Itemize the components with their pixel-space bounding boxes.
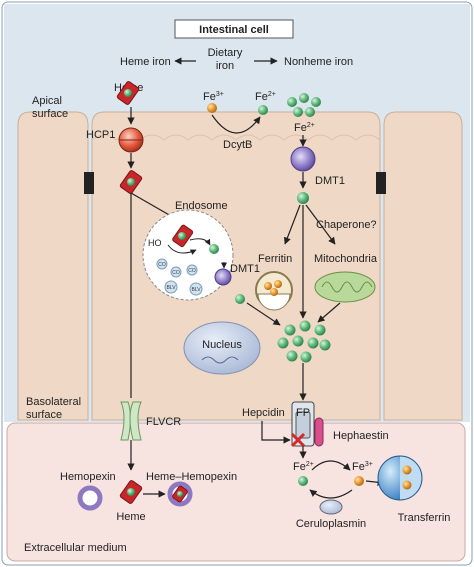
heme-iron-label: Heme iron [120,56,171,68]
svg-text:BLV: BLV [191,287,201,293]
hepcidin-label: Hepcidin [242,407,285,419]
svg-text:CO: CO [172,270,180,276]
hepcidin-arrow [261,421,291,444]
fe2-ion-extracellular [298,476,308,486]
tight-junction-right [376,172,386,194]
fe3-ion [207,103,217,113]
svg-text:CO: CO [158,262,166,268]
hcp1-label: HCP1 [86,129,115,141]
extracellular-label: Extracellular medium [24,542,127,554]
dcytb-label: DcytB [223,139,252,151]
endosome [142,209,234,301]
dmt1-endosome-label: DMT1 [230,263,260,275]
svg-text:CO: CO [188,268,196,274]
fe2-label-extracellular: Fe2+ [293,461,314,473]
heme-in-endosome [172,224,194,248]
tight-junction-left [84,172,94,194]
heme-molecule-inside [119,170,143,194]
ho-label: HO [148,238,162,248]
apical-label-2: surface [32,108,68,120]
hephaestin-protein [314,417,324,447]
fe2-label-lumen: Fe2+ [255,91,276,103]
mitochondria-label: Mitochondria [314,253,378,265]
ceruloplasmin-protein [319,499,343,515]
hemopexin-protein [77,485,103,511]
fe3-ion-extracellular [354,476,364,486]
flvcr-label: FLVCR [146,416,181,428]
blv-molecule-2: BLV [189,282,203,296]
dmt1-label: DMT1 [315,175,345,187]
transferrin-label: Transferrin [398,512,451,524]
ferritin-shell [255,271,293,311]
ferritin-label: Ferritin [258,253,292,265]
mitochondria-organelle [314,271,376,303]
heme-label-bottom: Heme [116,511,145,523]
co-molecule-2: CO [170,266,182,278]
released-iron [235,294,245,304]
iron-in-endosome [209,244,219,254]
title: Intestinal cell [199,24,269,36]
svg-text:BLV: BLV [166,285,176,291]
co-molecule-3: CO [186,264,198,276]
fe2-ion-cluster [287,93,321,117]
heme-hemopexin-label: Heme–Hemopexin [146,471,237,483]
title-box [174,19,294,39]
dietary-iron-label-2: iron [216,60,234,72]
ferroportin [291,401,315,447]
heme-molecule-extracellular [119,480,143,504]
ceruloplasmin-label: Ceruloplasmin [296,518,366,530]
flvcr-transporter [120,401,142,441]
nonheme-iron-label: Nonheme iron [284,56,353,68]
apical-label-1: Apical [32,95,62,107]
nucleus [183,321,261,375]
extracellular-region [6,422,466,562]
hephaestin-label: Hephaestin [333,430,389,442]
hemopexin-label: Hemopexin [60,471,116,483]
fe2-label-apical: Fe2+ [294,122,315,134]
transferrin-protein [377,455,423,501]
co-molecule-1: CO [156,258,168,270]
hcp1-transporter [118,127,144,153]
fe3-label: Fe3+ [203,91,224,103]
hepcidin-block-mark [290,432,306,448]
dmt1-transporter [290,146,316,172]
endosome-label: Endosome [175,200,228,212]
basolateral-label-2: surface [26,409,62,421]
fe2-ion-cytosol [297,192,309,204]
fp-label: FP [296,407,310,419]
fe3-label-extracellular: Fe3+ [352,461,373,473]
heme-hemopexin-complex [167,481,193,507]
heme-molecule-top [116,81,140,105]
chaperone-label: Chaperone? [316,219,377,231]
blv-molecule-1: BLV [164,280,178,294]
basolateral-label-1: Basolateral [26,396,81,408]
iron-pool [277,320,331,363]
dietary-iron-label-1: Dietary [208,47,243,59]
fe2-ion-lumen [258,105,268,115]
nucleus-label: Nucleus [202,339,242,351]
dmt1-endosome-transporter [214,268,232,286]
